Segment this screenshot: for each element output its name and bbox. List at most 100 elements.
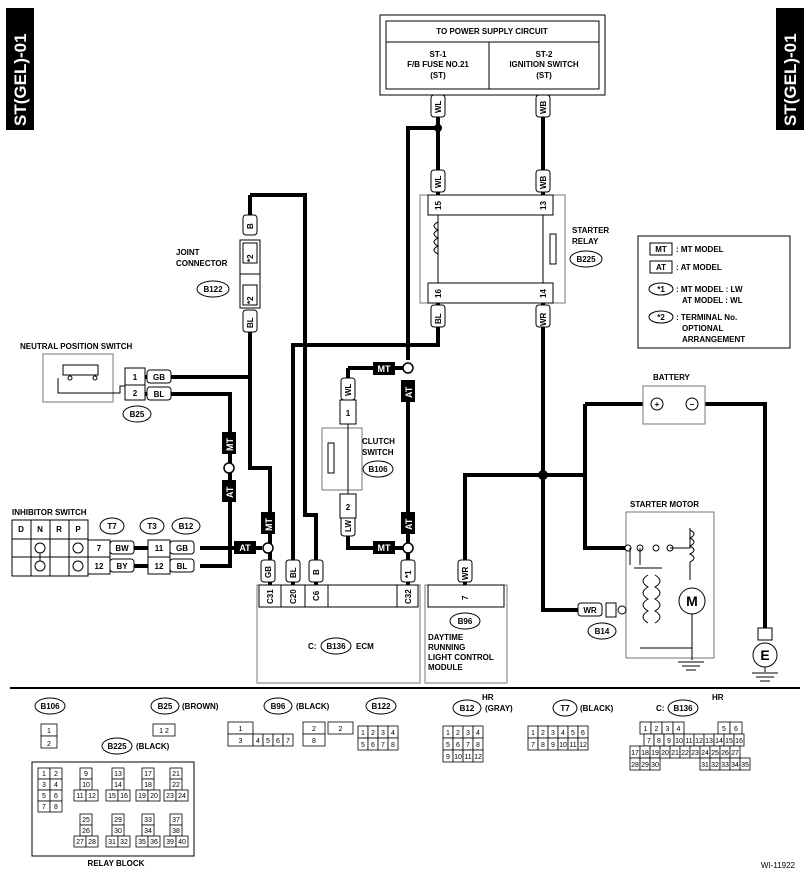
svg-text:2: 2 — [54, 771, 58, 778]
svg-text:1: 1 — [346, 409, 351, 418]
svg-text:WL: WL — [434, 175, 443, 188]
svg-text:ST(GEL)-01: ST(GEL)-01 — [11, 33, 30, 126]
svg-text:C31: C31 — [266, 589, 275, 604]
svg-text:4: 4 — [256, 738, 260, 745]
legend-box: MT : MT MODEL AT : AT MODEL *1 : MT MODE… — [637, 235, 791, 349]
svg-text:1: 1 — [644, 726, 648, 733]
svg-text:AT MODEL : WL: AT MODEL : WL — [682, 296, 743, 305]
svg-text:C20: C20 — [289, 589, 298, 604]
svg-text:4: 4 — [391, 730, 395, 737]
svg-text:4: 4 — [54, 782, 58, 789]
svg-text:B106: B106 — [40, 702, 60, 711]
svg-text:BY: BY — [116, 562, 128, 571]
svg-text:T3: T3 — [147, 522, 157, 531]
svg-text:STARTER: STARTER — [572, 226, 609, 235]
svg-text:BW: BW — [115, 544, 129, 553]
svg-text:OPTIONAL: OPTIONAL — [682, 324, 723, 333]
svg-text:35: 35 — [138, 839, 146, 846]
svg-text:3: 3 — [239, 738, 243, 745]
svg-text:1: 1 — [239, 726, 243, 733]
svg-text:MT: MT — [378, 543, 391, 553]
svg-text:IGNITION SWITCH: IGNITION SWITCH — [509, 60, 579, 69]
svg-text:36: 36 — [150, 839, 158, 846]
svg-text:NEUTRAL POSITION SWITCH: NEUTRAL POSITION SWITCH — [20, 342, 133, 351]
svg-text:B122: B122 — [203, 285, 223, 294]
svg-text:22: 22 — [681, 750, 689, 757]
connector-b25: B25 (BROWN) 1 2 — [150, 697, 219, 737]
svg-text:(ST): (ST) — [430, 71, 446, 80]
svg-text:7: 7 — [42, 804, 46, 811]
svg-text:14: 14 — [114, 782, 122, 789]
svg-text:20: 20 — [661, 750, 669, 757]
svg-text:13: 13 — [114, 771, 122, 778]
svg-text:C6: C6 — [312, 590, 321, 601]
svg-text:7: 7 — [97, 544, 102, 553]
svg-text:AT: AT — [656, 263, 666, 272]
ecm: C31 C20 C6 C32 C: B136 ECM — [256, 584, 421, 684]
svg-text:: MT MODEL : LW: : MT MODEL : LW — [676, 285, 743, 294]
svg-text:9: 9 — [667, 738, 671, 745]
svg-text:(BLACK): (BLACK) — [296, 702, 330, 711]
svg-text:GB: GB — [176, 544, 188, 553]
svg-text:WB: WB — [539, 100, 548, 114]
svg-text:3: 3 — [42, 782, 46, 789]
svg-text:2: 2 — [456, 730, 460, 737]
svg-text:D: D — [18, 525, 24, 534]
svg-text:E: E — [760, 647, 769, 663]
svg-text:(ST): (ST) — [536, 71, 552, 80]
svg-text:T7: T7 — [107, 522, 117, 531]
svg-text:B225: B225 — [107, 742, 127, 751]
svg-text:4: 4 — [561, 730, 565, 737]
svg-text:ST(GEL)-01: ST(GEL)-01 — [781, 33, 800, 126]
svg-text:T7: T7 — [560, 704, 570, 713]
svg-text:18: 18 — [144, 782, 152, 789]
svg-text:7: 7 — [531, 742, 535, 749]
svg-text:B136: B136 — [326, 642, 346, 651]
svg-text:30: 30 — [651, 762, 659, 769]
battery: BATTERY + − — [642, 373, 706, 425]
svg-text:MT: MT — [264, 518, 274, 531]
svg-text:4: 4 — [677, 726, 681, 733]
svg-text:2: 2 — [346, 503, 351, 512]
svg-text:38: 38 — [172, 828, 180, 835]
svg-text:DAYTIME: DAYTIME — [428, 633, 464, 642]
svg-text:8: 8 — [541, 742, 545, 749]
svg-text:6: 6 — [456, 742, 460, 749]
svg-text:5: 5 — [42, 793, 46, 800]
svg-text:MT: MT — [378, 364, 391, 374]
svg-text:11: 11 — [155, 544, 164, 553]
clutch-switch: 1 2 CLUTCH SWITCH B106 — [321, 399, 395, 519]
svg-text:R: R — [56, 525, 62, 534]
svg-text:34: 34 — [144, 828, 152, 835]
svg-text:11: 11 — [569, 742, 576, 749]
svg-text:(GRAY): (GRAY) — [485, 704, 513, 713]
svg-text:MT: MT — [655, 245, 667, 254]
svg-text:7: 7 — [647, 738, 651, 745]
svg-text:32: 32 — [711, 762, 719, 769]
svg-text:1 2: 1 2 — [159, 728, 169, 735]
svg-text:33: 33 — [144, 817, 152, 824]
svg-text:2: 2 — [655, 726, 659, 733]
svg-text:CONNECTOR: CONNECTOR — [176, 259, 228, 268]
svg-text:8: 8 — [312, 738, 316, 745]
svg-text:9: 9 — [84, 771, 88, 778]
neutral-position-switch: NEUTRAL POSITION SWITCH 1 2 B25 — [20, 342, 152, 423]
svg-text:12: 12 — [695, 738, 703, 745]
svg-text:12: 12 — [474, 754, 482, 761]
connector-b106: B106 1 2 — [34, 697, 66, 749]
svg-text:AT: AT — [239, 543, 251, 553]
svg-text:−: − — [690, 400, 695, 409]
svg-text:11: 11 — [464, 754, 471, 761]
svg-text:1: 1 — [133, 373, 138, 382]
svg-text:31: 31 — [108, 839, 116, 846]
svg-text:5: 5 — [361, 742, 365, 749]
svg-text:33: 33 — [721, 762, 729, 769]
svg-text:C32: C32 — [404, 589, 413, 604]
svg-text:1: 1 — [446, 730, 450, 737]
svg-text:10: 10 — [559, 742, 567, 749]
svg-text:21: 21 — [172, 771, 180, 778]
svg-text:STARTER MOTOR: STARTER MOTOR — [630, 500, 699, 509]
